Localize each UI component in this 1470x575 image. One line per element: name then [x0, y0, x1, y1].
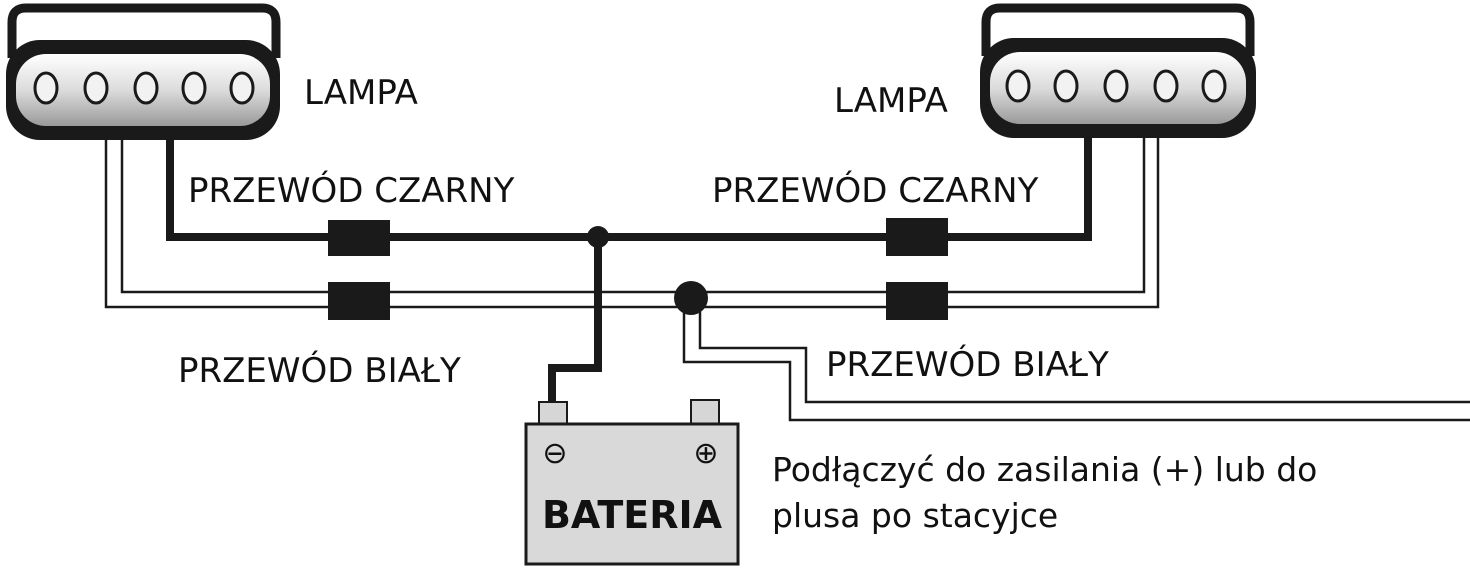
connector-white-right	[886, 282, 948, 320]
connector-white-left	[328, 282, 390, 320]
connector-black-left	[328, 220, 390, 256]
lamp-left-label: LAMPA	[304, 73, 418, 113]
battery: ⊖ ⊕ BATERIA	[524, 399, 740, 566]
battery-label: BATERIA	[542, 493, 723, 537]
connectors	[328, 218, 948, 320]
white-wire	[104, 136, 1470, 422]
wire-black-right-label: PRZEWÓD CZARNY	[712, 170, 1039, 211]
wire-white-left-label: PRZEWÓD BIAŁY	[178, 350, 461, 391]
battery-minus-icon: ⊖	[542, 436, 567, 471]
wire-black-left-label: PRZEWÓD CZARNY	[188, 170, 515, 211]
note-line-2: plusa po stacyjce	[772, 496, 1058, 535]
black-junction	[587, 226, 609, 248]
lamp-left	[6, 3, 281, 140]
black-wire	[166, 136, 1092, 408]
battery-plus-icon: ⊕	[693, 436, 718, 471]
wire-white-right-label: PRZEWÓD BIAŁY	[826, 344, 1109, 385]
connector-black-right	[886, 218, 948, 256]
lamp-right	[980, 3, 1256, 138]
white-junction	[674, 281, 708, 315]
note-line-1: Podłączyć do zasilania (+) lub do	[772, 450, 1317, 489]
lamp-right-label: LAMPA	[834, 81, 948, 121]
